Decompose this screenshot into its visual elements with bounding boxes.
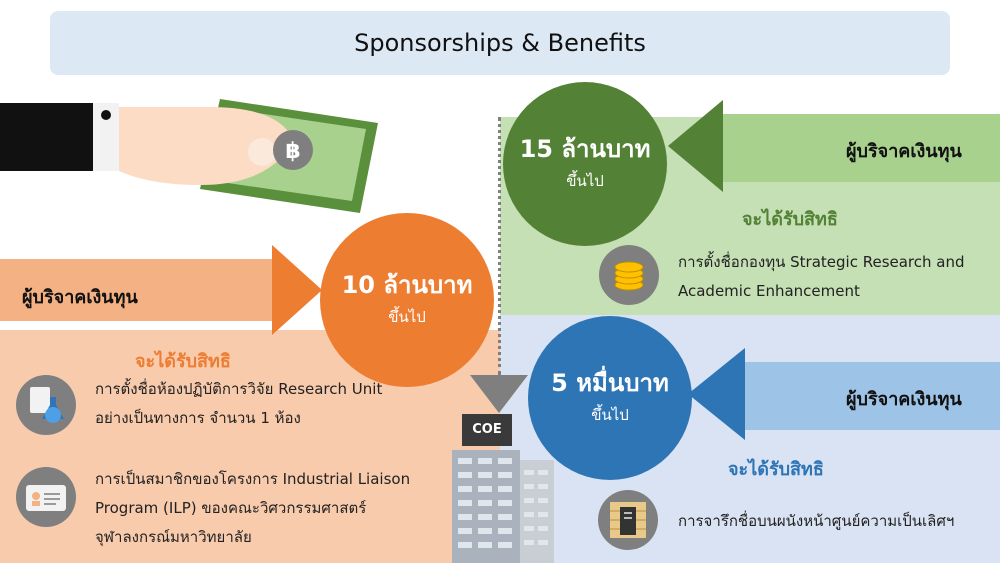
title-bar: Sponsorships & Benefits	[50, 11, 950, 75]
orange-band-arrow	[0, 245, 322, 335]
blue-benefit-heading: จะได้รับสิทธิ	[728, 459, 824, 480]
coe-building-illustration	[452, 414, 554, 563]
coin-icon	[273, 130, 313, 170]
blue-donor-label: ผู้บริจาคเงินทุน	[846, 389, 962, 410]
blue-band-arrow	[688, 348, 1000, 440]
building-label: COE	[472, 422, 502, 437]
id-badge-icon	[16, 467, 76, 527]
dotted-divider	[498, 117, 501, 375]
tier-circle-15m: 15 ล้านบาท ขึ้นไป	[503, 82, 667, 246]
benefit-line: อย่างเป็นทางการ จำนวน 1 ห้อง	[95, 409, 301, 427]
tier-circle-50k: 5 หมื่นบาท ขึ้นไป	[528, 316, 692, 480]
benefit-line: การจารึกชื่อบนผนังหน้าศูนย์ความเป็นเลิศฯ	[678, 512, 955, 530]
orange-benefit-1: การตั้งชื่อห้องปฏิบัติการวิจัย Research …	[95, 375, 382, 433]
benefit-line: Program (ILP) ของคณะวิศวกรรมศาสตร์	[95, 499, 367, 517]
benefit-line: การตั้งชื่อกองทุน Strategic Research and	[678, 253, 965, 271]
benefit-line: จุฬาลงกรณ์มหาวิทยาลัย	[95, 528, 252, 546]
currency-symbol: ฿	[285, 139, 300, 164]
orange-donor-label: ผู้บริจาคเงินทุน	[22, 287, 138, 308]
green-benefit-heading: จะได้รับสิทธิ	[742, 209, 838, 230]
orange-benefit-2: การเป็นสมาชิกของโครงการ Industrial Liais…	[95, 465, 410, 552]
blue-benefit-1: การจารึกชื่อบนผนังหน้าศูนย์ความเป็นเลิศฯ	[678, 507, 954, 536]
green-donor-label: ผู้บริจาคเงินทุน	[846, 141, 962, 162]
benefit-line: การตั้งชื่อห้องปฏิบัติการวิจัย Research …	[95, 380, 383, 398]
wall-plaque-icon	[598, 490, 658, 550]
tier-upward: ขึ้นไป	[388, 308, 426, 327]
orange-benefit-heading: จะได้รับสิทธิ	[135, 351, 231, 372]
tier-amount: 10 ล้านบาท	[341, 270, 473, 299]
benefit-line: การเป็นสมาชิกของโครงการ Industrial Liais…	[95, 470, 411, 488]
tier-upward: ขึ้นไป	[591, 406, 629, 425]
benefit-line: Academic Enhancement	[678, 282, 860, 300]
coin-stack-icon	[599, 245, 659, 305]
hand-money-illustration: ฿	[0, 99, 378, 213]
tier-amount: 15 ล้านบาท	[519, 134, 651, 163]
tier-amount: 5 หมื่นบาท	[551, 368, 669, 397]
page-title: Sponsorships & Benefits	[354, 29, 646, 57]
green-band-arrow	[668, 100, 1000, 192]
green-benefit-1: การตั้งชื่อกองทุน Strategic Research and…	[678, 248, 965, 306]
tier-upward: ขึ้นไป	[566, 172, 604, 191]
tier-circle-10m: 10 ล้านบาท ขึ้นไป	[320, 213, 494, 387]
down-arrow	[470, 375, 528, 413]
lab-flask-icon	[16, 375, 76, 435]
